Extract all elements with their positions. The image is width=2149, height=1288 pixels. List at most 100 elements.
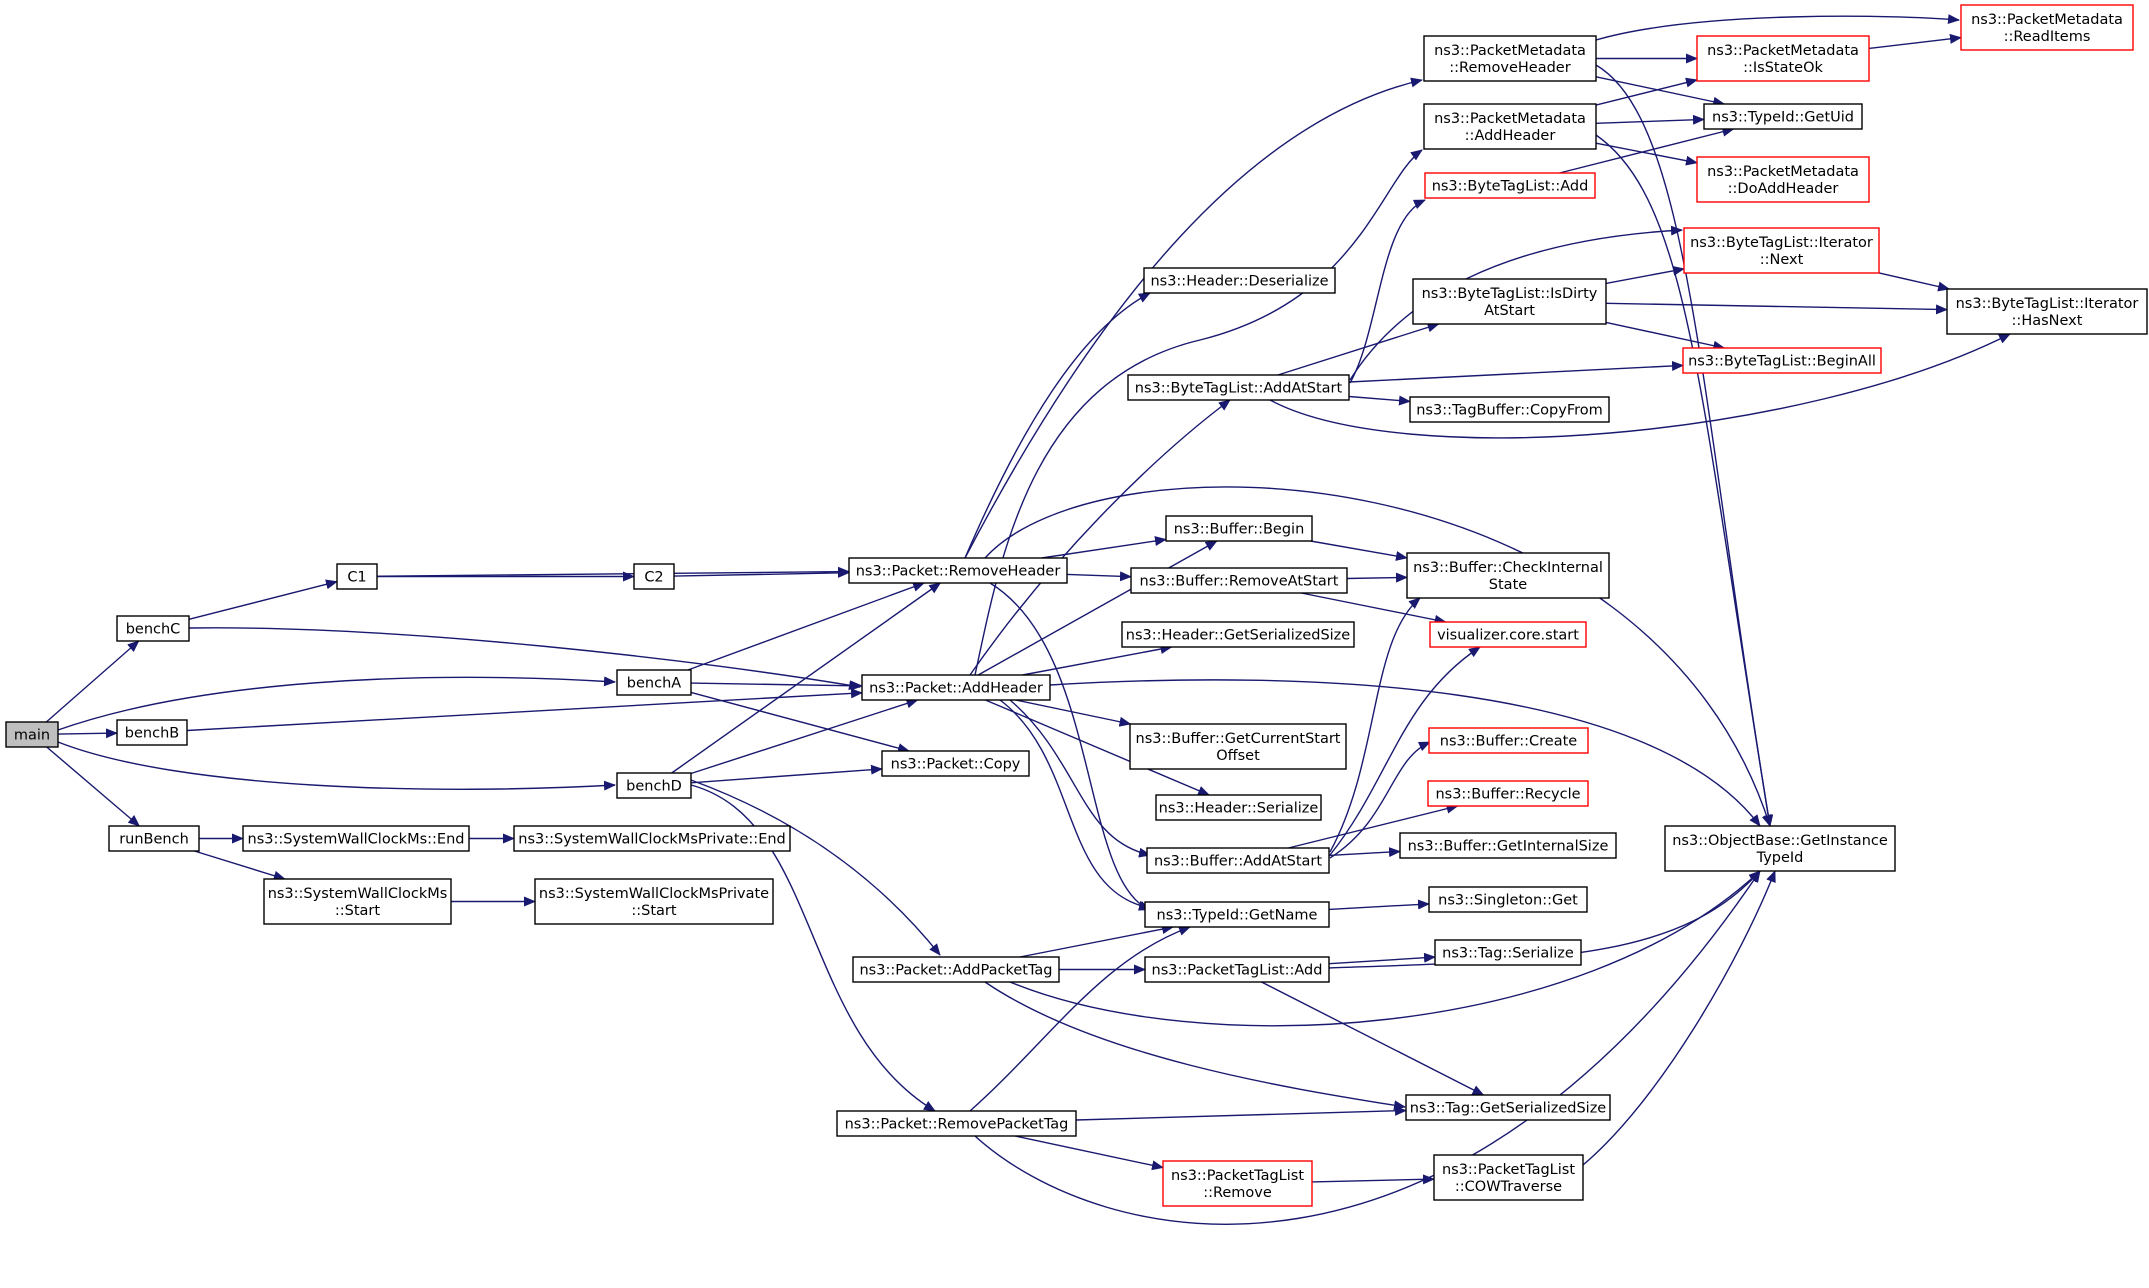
edge-main-to-benchB [57,728,118,739]
edge-pRemoveHeader-to-bBegin [1041,536,1167,559]
node-pRemoveHeader[interactable]: ns3::Packet::RemoveHeader [848,557,1068,584]
edge-pAddHeader-to-obGetInstanceTypeId [1049,679,1761,827]
node-label-tGetSerializedSize-0: ns3::Tag::GetSerializedSize [1410,1101,1607,1117]
node-box-ptlRemove [1162,1160,1313,1207]
node-label-hGetSerializedSize-0: ns3::Header::GetSerializedSize [1126,628,1351,644]
node-vizStart[interactable]: visualizer.core.start [1429,621,1587,648]
node-label-bGetCurrentStartOffset-0: ns3::Buffer::GetCurrentStart [1136,731,1341,747]
node-hDeserialize[interactable]: ns3::Header::Deserialize [1143,267,1336,294]
node-swcEnd[interactable]: ns3::SystemWallClockMs::End [242,825,470,852]
node-label-btlIsDirtyAtStart-0: ns3::ByteTagList::IsDirty [1422,286,1598,302]
node-btlAddAtStart[interactable]: ns3::ByteTagList::AddAtStart [1127,374,1350,401]
edge-ptlAdd-to-obGetInstanceTypeId [1328,870,1761,969]
node-label-benchB-0: benchB [125,726,179,742]
node-label-swcStart-1: ::Start [335,903,381,919]
node-pAddPacketTag[interactable]: ns3::Packet::AddPacketTag [852,956,1060,983]
node-hSerialize[interactable]: ns3::Header::Serialize [1155,794,1322,821]
node-main[interactable]: main [5,721,59,748]
node-bBegin[interactable]: ns3::Buffer::Begin [1165,515,1313,542]
node-label-btlAddAtStart-0: ns3::ByteTagList::AddAtStart [1135,381,1343,397]
node-bGetInternalSize[interactable]: ns3::Buffer::GetInternalSize [1399,832,1617,859]
node-box-bCreate [1428,727,1589,754]
node-benchD[interactable]: benchD [616,772,692,799]
node-C2[interactable]: C2 [633,563,675,590]
node-pmIsStateOk[interactable]: ns3::PacketMetadata::IsStateOk [1696,35,1870,82]
node-box-tSerialize [1434,939,1582,966]
node-box-btliHasNext [1946,288,2148,335]
node-sGet[interactable]: ns3::Singleton::Get [1428,886,1588,913]
node-bAddAtStart[interactable]: ns3::Buffer::AddAtStart [1146,847,1330,874]
node-swcpStart[interactable]: ns3::SystemWallClockMsPrivate::Start [534,878,774,925]
node-ptlRemove[interactable]: ns3::PacketTagList::Remove [1162,1160,1313,1207]
node-label-swcpStart-0: ns3::SystemWallClockMsPrivate [539,886,769,902]
node-ptlAdd[interactable]: ns3::PacketTagList::Add [1144,956,1330,983]
node-pRemovePacketTag[interactable]: ns3::Packet::RemovePacketTag [836,1110,1077,1137]
node-box-btlAdd [1424,172,1596,199]
node-tiGetName[interactable]: ns3::TypeId::GetName [1144,901,1330,928]
node-label-pmReadItems-1: ::ReadItems [2004,29,2091,45]
node-bRemoveAtStart[interactable]: ns3::Buffer::RemoveAtStart [1130,567,1348,594]
edge-pAddHeader-to-pmAddHeader [974,149,1423,676]
node-box-pRemoveHeader [848,557,1068,584]
node-box-bRemoveAtStart [1130,567,1348,594]
node-label-swcpStart-1: ::Start [631,903,677,919]
node-label-pmIsStateOk-0: ns3::PacketMetadata [1707,43,1859,59]
edge-benchD-to-pAddPacketTag [690,779,941,956]
edge-pAddHeader-to-hSerialize [985,699,1211,796]
node-pmDoAddHeader[interactable]: ns3::PacketMetadata::DoAddHeader [1696,156,1870,203]
edge-bBegin-to-bCheckInternalState [1310,540,1408,561]
node-hGetSerializedSize[interactable]: ns3::Header::GetSerializedSize [1121,621,1355,648]
node-bRecycle[interactable]: ns3::Buffer::Recycle [1427,780,1589,807]
node-runBench[interactable]: runBench [108,825,200,852]
edge-pAddHeader-to-btlAddAtStart [969,399,1231,676]
node-box-benchC [116,615,190,642]
edge-benchC-to-C1 [188,579,338,620]
node-btlBeginAll[interactable]: ns3::ByteTagList::BeginAll [1682,347,1882,374]
node-bCreate[interactable]: ns3::Buffer::Create [1428,727,1589,754]
edge-pAddHeader-to-tiGetName [999,699,1151,911]
node-btlAdd[interactable]: ns3::ByteTagList::Add [1424,172,1596,199]
node-box-vizStart [1429,621,1587,648]
node-C1[interactable]: C1 [336,563,378,590]
node-pmAddHeader[interactable]: ns3::PacketMetadata::AddHeader [1423,103,1597,150]
node-tSerialize[interactable]: ns3::Tag::Serialize [1434,939,1582,966]
node-box-pCopy [881,750,1030,777]
node-tiGetUid[interactable]: ns3::TypeId::GetUid [1703,103,1863,130]
node-btliHasNext[interactable]: ns3::ByteTagList::Iterator::HasNext [1946,288,2148,335]
node-label-C2-0: C2 [644,570,663,586]
node-pmReadItems[interactable]: ns3::PacketMetadata::ReadItems [1960,4,2134,51]
node-btliNext[interactable]: ns3::ByteTagList::Iterator::Next [1683,227,1880,274]
node-benchB[interactable]: benchB [116,719,188,746]
edge-main-to-runBench [46,746,141,827]
node-label-bCreate-0: ns3::Buffer::Create [1440,734,1578,750]
node-label-bCheckInternalState-1: State [1489,577,1527,593]
node-pmRemoveHeader[interactable]: ns3::PacketMetadata::RemoveHeader [1423,35,1597,82]
node-box-pmAddHeader [1423,103,1597,150]
edge-benchA-to-pCopy [690,691,910,753]
node-box-swcStart [263,878,452,925]
node-swcpEnd[interactable]: ns3::SystemWallClockMsPrivate::End [513,825,791,852]
node-label-bBegin-0: ns3::Buffer::Begin [1174,522,1305,538]
node-label-pmDoAddHeader-1: ::DoAddHeader [1728,181,1839,197]
node-pAddHeader[interactable]: ns3::Packet::AddHeader [861,674,1051,701]
node-ptlCOWTraverse[interactable]: ns3::PacketTagList::COWTraverse [1433,1154,1584,1201]
node-pCopy[interactable]: ns3::Packet::Copy [881,750,1030,777]
node-label-benchC-0: benchC [126,622,181,638]
node-benchA[interactable]: benchA [616,669,692,696]
node-label-pAddHeader-0: ns3::Packet::AddHeader [869,681,1043,697]
node-benchC[interactable]: benchC [116,615,190,642]
node-box-benchB [116,719,188,746]
node-tGetSerializedSize[interactable]: ns3::Tag::GetSerializedSize [1405,1094,1611,1121]
node-box-swcpStart [534,878,774,925]
node-tbCopyFrom[interactable]: ns3::TagBuffer::CopyFrom [1409,396,1610,423]
node-swcStart[interactable]: ns3::SystemWallClockMs::Start [263,878,452,925]
node-box-pmRemoveHeader [1423,35,1597,82]
node-label-hSerialize-0: ns3::Header::Serialize [1159,801,1319,817]
node-label-ptlRemove-0: ns3::PacketTagList [1171,1168,1304,1184]
node-label-hDeserialize-0: ns3::Header::Deserialize [1150,274,1328,290]
